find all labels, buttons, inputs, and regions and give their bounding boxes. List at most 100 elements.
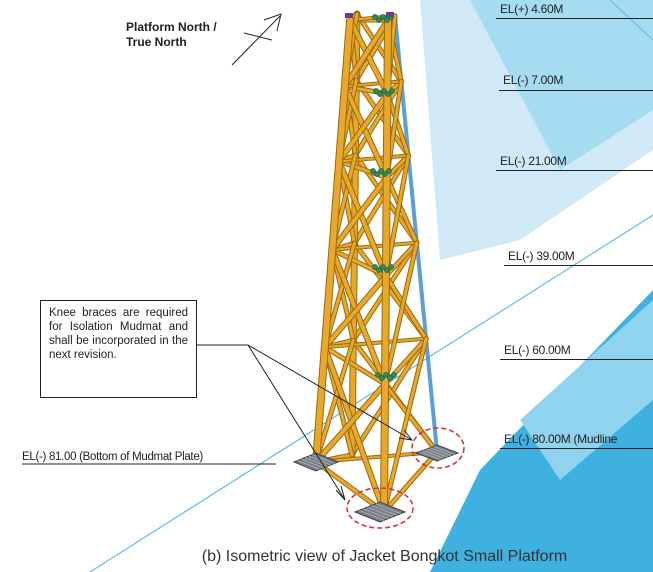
background-diagonal-line: [89, 214, 653, 572]
blue-band-bottom-light: [520, 300, 653, 480]
right-brace-4-a: [383, 382, 439, 454]
blue-band-mid: [470, 0, 653, 170]
caption-text: (b) Isometric view of Jacket Bongkot Sma…: [201, 548, 568, 565]
right-brace-3-a: [384, 274, 428, 341]
north-label: Platform North / True North: [126, 20, 217, 50]
north-arrow: [231, 13, 282, 66]
elevation-line-21: [496, 170, 653, 171]
equipment-cluster-3-item-2: [380, 264, 386, 270]
horizontal-frame-4-diag: [323, 337, 428, 349]
equipment-cluster-3-item-4: [388, 264, 394, 270]
equipment-cluster-4-item-1: [379, 375, 385, 381]
front-brace-2-b: [330, 175, 389, 252]
mudmat-front-left-grid-1: [297, 460, 320, 470]
note-text: Knee braces are required for Isolation M…: [49, 307, 188, 361]
mudmat-front-left-grid-2: [301, 458, 324, 469]
north-label-line-2: True North: [126, 35, 187, 49]
elevation-line-80: [500, 448, 653, 449]
background-diagonal-line-2: [609, 0, 653, 41]
elevation-line-60: [500, 359, 653, 360]
mudmat-back-right-grid-4: [429, 447, 452, 457]
equipment-cluster-4-item-3: [387, 375, 393, 381]
equipment-cluster-4-item-4: [391, 372, 397, 378]
equipment-cluster-1-item-0: [373, 88, 379, 94]
equipment-cluster-1-item-1: [377, 91, 383, 97]
elevation-label-80: EL(-) 80.00M (Mudline: [504, 432, 618, 446]
mudmat-front-left-grid-4: [308, 455, 331, 466]
leg-cap-right: [386, 12, 394, 17]
equipment-cluster-2-item-2: [378, 168, 384, 174]
leg-cap-left: [345, 13, 353, 18]
horizontal-frame-4-front: [323, 345, 387, 386]
front-brace-3-b: [322, 273, 388, 350]
jacket-leg-front-right: [381, 17, 391, 515]
front-brace-1-b: [337, 91, 390, 164]
elevation-line-39: [504, 265, 653, 266]
horizontal-frame-3-right: [384, 241, 419, 278]
equipment-cluster-3-item-1: [376, 267, 382, 273]
highlight-circle-leg-right: [411, 427, 465, 469]
mudmat-front-left-grid-5: [312, 454, 335, 464]
equipment-cluster-0-item-0: [372, 14, 378, 20]
elevation-label-60: EL(-) 60.00M: [504, 343, 571, 357]
back-brace-4-b: [350, 337, 428, 457]
front-brace-3-a: [330, 247, 388, 387]
equipment-cluster-2-item-0: [370, 168, 376, 174]
left-brace-4-b: [314, 338, 355, 464]
equipment-cluster-0-item-2: [380, 14, 386, 20]
equipment-cluster-1-item-4: [389, 88, 395, 94]
front-brace-0-a: [348, 18, 390, 96]
elevation-line-top: [496, 18, 653, 19]
horizontal-frame-2-diag: [338, 154, 410, 163]
mudmat-front-right-grid-5: [375, 503, 401, 515]
front-brace-4-a: [322, 345, 386, 514]
equipment-cluster-2-item-4: [386, 168, 392, 174]
front-brace-4-b: [314, 382, 388, 464]
horizontal-frame-5-front: [314, 460, 386, 514]
mudmat-front-right-grid-1: [359, 509, 385, 521]
north-label-line-1: Platform North /: [126, 20, 217, 34]
mudmat-elevation-label: EL(-) 81.00 (Bottom of Mudmat Plate): [22, 451, 203, 463]
elevation-label-21: EL(-) 21.00M: [500, 154, 567, 168]
equipment-cluster-2-item-3: [382, 171, 388, 177]
right-brace-2-a: [385, 175, 419, 245]
front-brace-1-a: [342, 84, 389, 180]
note-leader-lines: [197, 344, 414, 501]
elevation-label-top: EL(+) 4.60M: [500, 2, 564, 16]
equipment-cluster-0-item-1: [376, 17, 382, 23]
highlight-circle-leg-front: [346, 487, 414, 529]
elevation-label-39: EL(-) 39.00M: [508, 249, 575, 263]
mudmat-front-right-grid-4: [371, 504, 397, 516]
back-brace-1-b: [353, 79, 403, 157]
figure-caption: (b) Isometric view of Jacket Bongkot Sma…: [0, 548, 653, 566]
note-box: Knee braces are required for Isolation M…: [40, 300, 197, 398]
back-brace-1-a: [354, 78, 410, 158]
mudmat-front-right-grid-3: [367, 506, 393, 518]
right-brace-4-b: [382, 337, 428, 514]
equipment-cluster-1-item-3: [385, 91, 391, 97]
equipment-cluster-2-item-1: [374, 171, 380, 177]
equipment-cluster-1-item-2: [381, 88, 387, 94]
mudmat-back-right-grid-5: [433, 445, 455, 455]
mudmat-back-right-grid-2: [422, 449, 445, 459]
equipment-cluster-0-item-3: [384, 17, 390, 23]
equipment-cluster-3-item-3: [384, 267, 390, 273]
elevation-line-7: [499, 90, 653, 91]
front-brace-2-a: [337, 159, 388, 278]
equipment-cluster-4-item-0: [375, 372, 381, 378]
horizontal-frame-5-right: [382, 450, 439, 514]
mudmat-back-right-grid-1: [419, 451, 441, 461]
equipment-cluster-3-item-0: [372, 264, 378, 270]
equipment-cluster-4-item-2: [383, 372, 389, 378]
front-brace-0-b: [342, 18, 390, 89]
right-brace-3-b: [383, 241, 419, 386]
mudmat-front-right-grid-2: [363, 508, 389, 520]
elevation-label-7: EL(-) 7.00M: [503, 73, 564, 87]
mudmat-back-right-grid-3: [426, 448, 448, 458]
back-brace-0-a: [355, 12, 403, 83]
jacket-leg-front-left: [313, 17, 353, 465]
